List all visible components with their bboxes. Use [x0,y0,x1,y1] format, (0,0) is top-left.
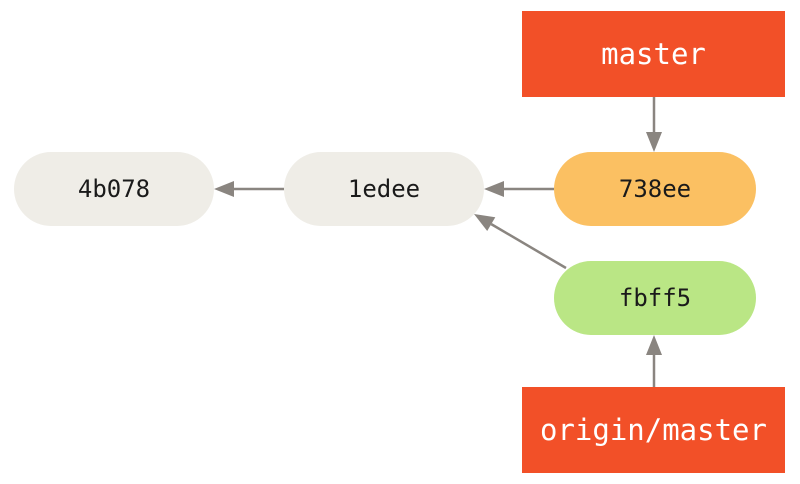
branch-label-master: master [522,11,785,97]
commit-node-738ee-label: 738ee [619,175,691,203]
edges-layer [214,97,662,387]
branch-label-origin-master-shape [522,387,785,473]
branch-label-master-shape [522,11,785,97]
branch-label-master-label: master [601,37,706,71]
edge-arrow-c2-to-c1 [214,181,284,197]
commit-node-fbff5-shape [554,261,756,335]
edge-arrow-c3-to-c2 [484,181,554,197]
edge-arrow-c4-to-c2 [474,214,567,270]
commit-node-738ee: 738ee [554,152,756,226]
commit-node-1edee-shape [284,152,484,226]
commit-node-fbff5: fbff5 [554,261,756,335]
edge-arrow-b2-to-c4 [646,335,662,387]
commit-node-4b078-shape [14,152,214,226]
commit-node-738ee-shape [554,152,756,226]
branch-label-origin-master-label: origin/master [540,413,767,447]
commit-node-4b078: 4b078 [14,152,214,226]
commit-node-fbff5-label: fbff5 [619,284,691,312]
commit-node-4b078-label: 4b078 [78,175,150,203]
nodes-layer: 4b078 1edee 738ee fbff5 master origin/master [14,11,785,473]
edge-arrow-b1-to-c3 [646,97,662,152]
branch-label-origin-master: origin/master [522,387,785,473]
commit-node-1edee-label: 1edee [348,175,420,203]
commit-node-1edee: 1edee [284,152,484,226]
